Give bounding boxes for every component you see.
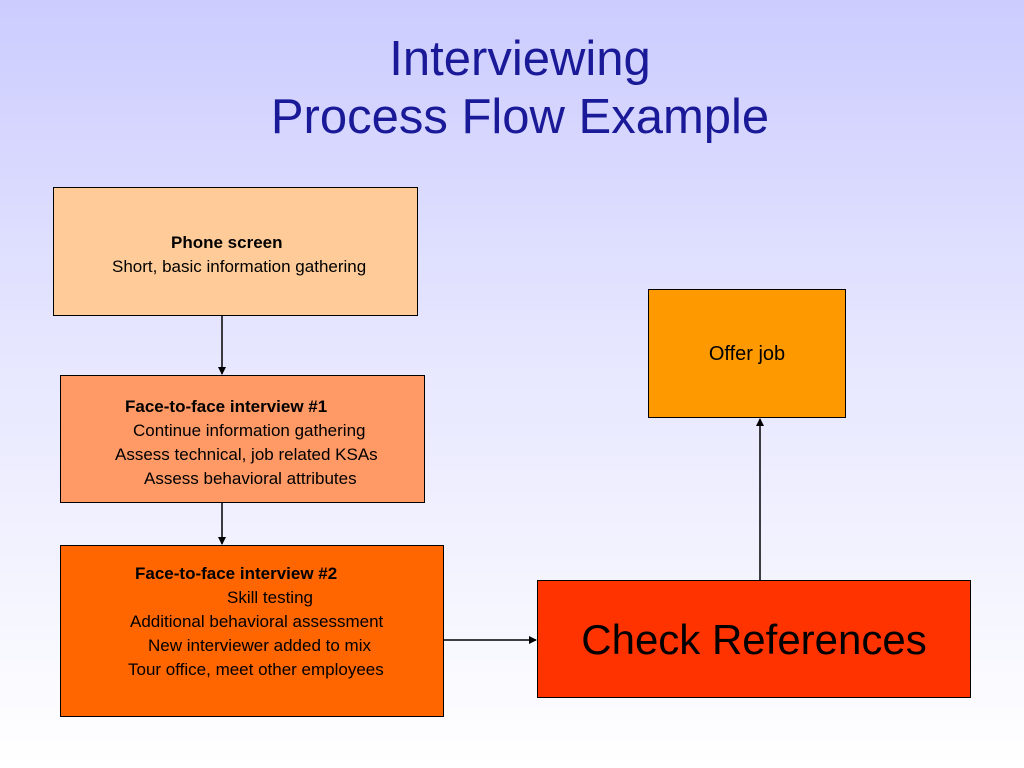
f2f-interview-1-line: Assess technical, job related KSAs: [115, 445, 378, 464]
f2f-interview-2-line: Tour office, meet other employees: [128, 660, 384, 679]
f2f-interview-1-heading: Face-to-face interview #1: [125, 397, 328, 416]
f2f-interview-2-line: Skill testing: [227, 588, 313, 607]
f2f-interview-2-box: Face-to-face interview #2 Skill testing …: [60, 545, 444, 717]
phone-screen-heading: Phone screen: [171, 233, 283, 252]
offer-job-box: Offer job: [648, 289, 846, 418]
f2f-interview-1-line: Continue information gathering: [133, 421, 366, 440]
f2f-interview-1-box: Face-to-face interview #1 Continue infor…: [60, 375, 425, 503]
f2f-interview-2-line: New interviewer added to mix: [148, 636, 371, 655]
offer-job-label: Offer job: [708, 343, 786, 365]
check-references-box: Check References: [537, 580, 971, 698]
phone-screen-line: Short, basic information gathering: [112, 257, 367, 276]
title-line-1: Interviewing: [389, 32, 651, 86]
slide-title: Interviewing Process Flow Example: [0, 30, 1024, 146]
title-line-2: Process Flow Example: [270, 90, 770, 144]
check-references-label: Check References: [581, 616, 927, 663]
f2f-interview-1-line: Assess behavioral attributes: [144, 469, 357, 488]
f2f-interview-2-line: Additional behavioral assessment: [130, 612, 384, 631]
phone-screen-box: Phone screen Short, basic information ga…: [53, 187, 418, 316]
f2f-interview-2-heading: Face-to-face interview #2: [135, 564, 338, 583]
